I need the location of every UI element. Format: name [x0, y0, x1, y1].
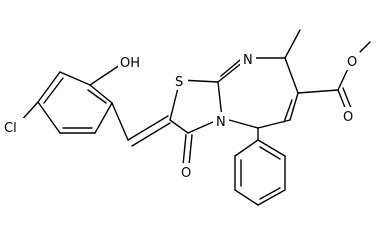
- atom-n-lower: N: [216, 115, 226, 130]
- bond-ring-ester: [297, 89, 339, 94]
- atom-o-carbonyl: O: [181, 166, 191, 181]
- atom-cl: Cl: [4, 121, 17, 136]
- atom-s: S: [175, 75, 183, 90]
- bond-ring-vinyl: [111, 102, 129, 141]
- chlorophenol-ring: [37, 71, 113, 134]
- structure-canvas: OH Cl S N N O O O: [2, 29, 371, 206]
- bond-ester-carbonyl-b: [342, 87, 352, 109]
- pyrimidine-ring: [217, 54, 299, 129]
- atom-o-ester-ether: O: [347, 55, 357, 70]
- bond-carbonyl-a: [182, 134, 187, 166]
- atom-n-upper: N: [243, 53, 253, 68]
- phenyl-ring: [234, 139, 286, 206]
- bond-vinyl-double-b: [131, 122, 171, 147]
- bond-vinyl-double-a: [127, 115, 169, 141]
- bond-methyl: [284, 29, 301, 59]
- molecule-drawing: OH Cl S N N O O O: [2, 29, 371, 206]
- bond-carbonyl-b: [188, 134, 193, 166]
- atom-o-ester-carbonyl: O: [343, 110, 353, 125]
- atom-oh: OH: [120, 56, 140, 71]
- bond-ester-carbonyl-a: [337, 89, 347, 111]
- bond-c-oh: [89, 64, 121, 86]
